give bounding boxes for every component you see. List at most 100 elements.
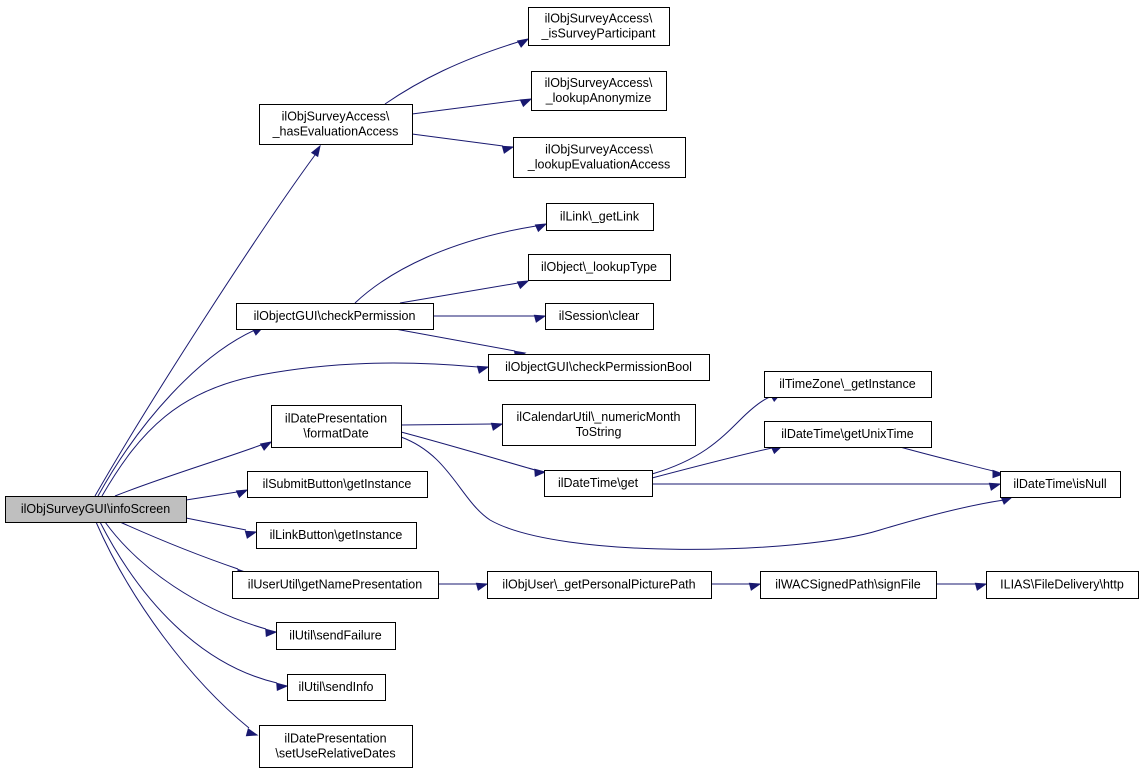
arrowhead-icon [265, 628, 278, 638]
arrowhead-icon [974, 582, 988, 591]
node-box [247, 471, 428, 498]
node-box [488, 354, 710, 381]
node-box [544, 470, 653, 497]
arrowhead-icon [276, 682, 289, 692]
arrowhead-icon [245, 728, 259, 737]
node-label: ilCalendarUtil\_numericMonth [517, 410, 681, 424]
node-hasEvaluationAccess[interactable]: ilObjSurveyAccess\_hasEvaluationAccess [259, 104, 413, 145]
node-box [1000, 471, 1121, 498]
node-box [502, 404, 696, 446]
node-lookupType[interactable]: ilObject\_lookupType [528, 254, 671, 281]
node-lookupEvaluationAccess[interactable]: ilObjSurveyAccess\_lookupEvaluationAcces… [513, 137, 686, 178]
node-sendInfo[interactable]: ilUtil\sendInfo [287, 674, 386, 701]
node-checkPermission[interactable]: ilObjectGUI\checkPermission [236, 303, 434, 330]
node-label: _hasEvaluationAccess [272, 125, 399, 139]
call-edge-infoScreen-to-hasEvaluationAccess [94, 144, 321, 497]
node-personalPicture[interactable]: ilObjUser\_getPersonalPicturePath [487, 571, 712, 599]
arrowhead-icon [476, 365, 490, 374]
call-edge-hasEvaluationAccess-to-isSurveyParticipant [384, 38, 530, 105]
arrowhead-icon [988, 482, 1002, 491]
edge-line [97, 329, 256, 497]
node-box [546, 203, 654, 231]
node-label: ilUtil\sendFailure [289, 629, 381, 643]
node-getUnixTime[interactable]: ilDateTime\getUnixTime [764, 421, 932, 448]
node-box [236, 303, 434, 330]
node-label: ilTimeZone\_getInstance [779, 377, 915, 391]
node-label: \setUseRelativeDates [275, 747, 395, 761]
call-edge-infoScreen-to-submitButton [185, 489, 249, 501]
edge-line [99, 521, 278, 684]
node-label: ilLinkButton\getInstance [270, 528, 403, 542]
edge-line [399, 282, 519, 304]
node-label: \formatDate [303, 427, 368, 441]
node-isSurveyParticipant[interactable]: ilObjSurveyAccess\_isSurveyParticipant [528, 7, 670, 46]
arrowhead-icon [516, 38, 530, 48]
call-edge-getNamePresentation-to-personalPicture [438, 582, 489, 591]
node-fileDelivery[interactable]: ILIAS\FileDelivery\http [986, 571, 1139, 599]
node-box [986, 571, 1139, 599]
node-box [256, 522, 417, 549]
edge-line [411, 133, 504, 147]
call-edge-infoScreen-to-formatDate [114, 441, 273, 497]
node-label: ilSession\clear [559, 309, 640, 323]
edge-line [400, 423, 493, 426]
arrowhead-icon [516, 280, 530, 290]
node-label: _lookupEvaluationAccess [527, 158, 670, 172]
node-signFile[interactable]: ilWACSignedPath\signFile [760, 571, 937, 599]
call-edge-signFile-to-fileDelivery [936, 582, 988, 591]
call-edge-checkPermission-to-sessionClear [433, 314, 547, 323]
call-edge-infoScreen-to-getNamePresentation [119, 521, 250, 578]
edge-line [899, 446, 994, 472]
arrowhead-icon [519, 98, 533, 108]
call-edge-infoScreen-to-checkPermission [97, 326, 265, 497]
call-edge-infoScreen-to-setUseRelativeDates [95, 521, 259, 737]
node-checkPermissionBool[interactable]: ilObjectGUI\checkPermissionBool [488, 354, 710, 381]
call-edge-dtGet-to-isNull [652, 482, 1002, 491]
node-setUseRelativeDates[interactable]: ilDatePresentation\setUseRelativeDates [259, 725, 413, 768]
edge-line [185, 517, 247, 531]
node-box [287, 674, 386, 701]
node-label: ilDateTime\get [558, 476, 639, 490]
call-edge-formatDate-to-isNull [400, 436, 1014, 550]
arrowhead-icon [1000, 496, 1014, 505]
node-label: ilWACSignedPath\signFile [775, 578, 920, 592]
node-linkButton[interactable]: ilLinkButton\getInstance [256, 522, 417, 549]
edge-line [185, 491, 238, 501]
node-submitButton[interactable]: ilSubmitButton\getInstance [247, 471, 428, 498]
node-getLink[interactable]: ilLink\_getLink [546, 203, 654, 231]
edge-line [354, 225, 537, 304]
arrowhead-icon [501, 145, 515, 154]
arrowhead-icon [533, 314, 547, 323]
call-edge-getUnixTime-to-isNull [899, 446, 1005, 479]
node-box [528, 7, 670, 46]
arrowhead-icon [748, 582, 762, 591]
node-sendFailure[interactable]: ilUtil\sendFailure [276, 622, 396, 650]
node-label: ilObjSurveyAccess\ [545, 143, 653, 157]
node-label: ilObjectGUI\checkPermissionBool [505, 360, 692, 374]
call-edge-formatDate-to-dtGet [400, 431, 547, 477]
arrowhead-icon [259, 441, 273, 451]
node-getNamePresentation[interactable]: ilUserUtil\getNamePresentation [232, 571, 439, 599]
node-infoScreen[interactable]: ilObjSurveyGUI\infoScreen [5, 496, 187, 523]
node-formatDate[interactable]: ilDatePresentation\formatDate [271, 405, 402, 448]
node-dtGet[interactable]: ilDateTime\get [544, 470, 653, 497]
node-lookupAnonymize[interactable]: ilObjSurveyAccess\_lookupAnonymize [531, 71, 667, 111]
node-sessionClear[interactable]: ilSession\clear [545, 303, 654, 330]
edge-line [114, 444, 262, 497]
node-box [531, 71, 667, 111]
node-label: ilObjSurveyGUI\infoScreen [21, 502, 170, 516]
call-edge-checkPermission-to-checkPermissionBool [394, 328, 527, 359]
node-tzGetInstance[interactable]: ilTimeZone\_getInstance [764, 371, 932, 398]
edge-line [651, 395, 774, 475]
node-isNull[interactable]: ilDateTime\isNull [1000, 471, 1121, 498]
arrowhead-icon [490, 422, 504, 431]
node-box [259, 725, 413, 768]
call-edge-dtGet-to-getUnixTime [651, 445, 784, 479]
call-edge-infoScreen-to-sendInfo [99, 521, 289, 692]
node-label: ilSubmitButton\getInstance [263, 477, 412, 491]
node-label: _lookupAnonymize [545, 91, 652, 105]
edge-line [95, 521, 250, 729]
node-box [487, 571, 712, 599]
